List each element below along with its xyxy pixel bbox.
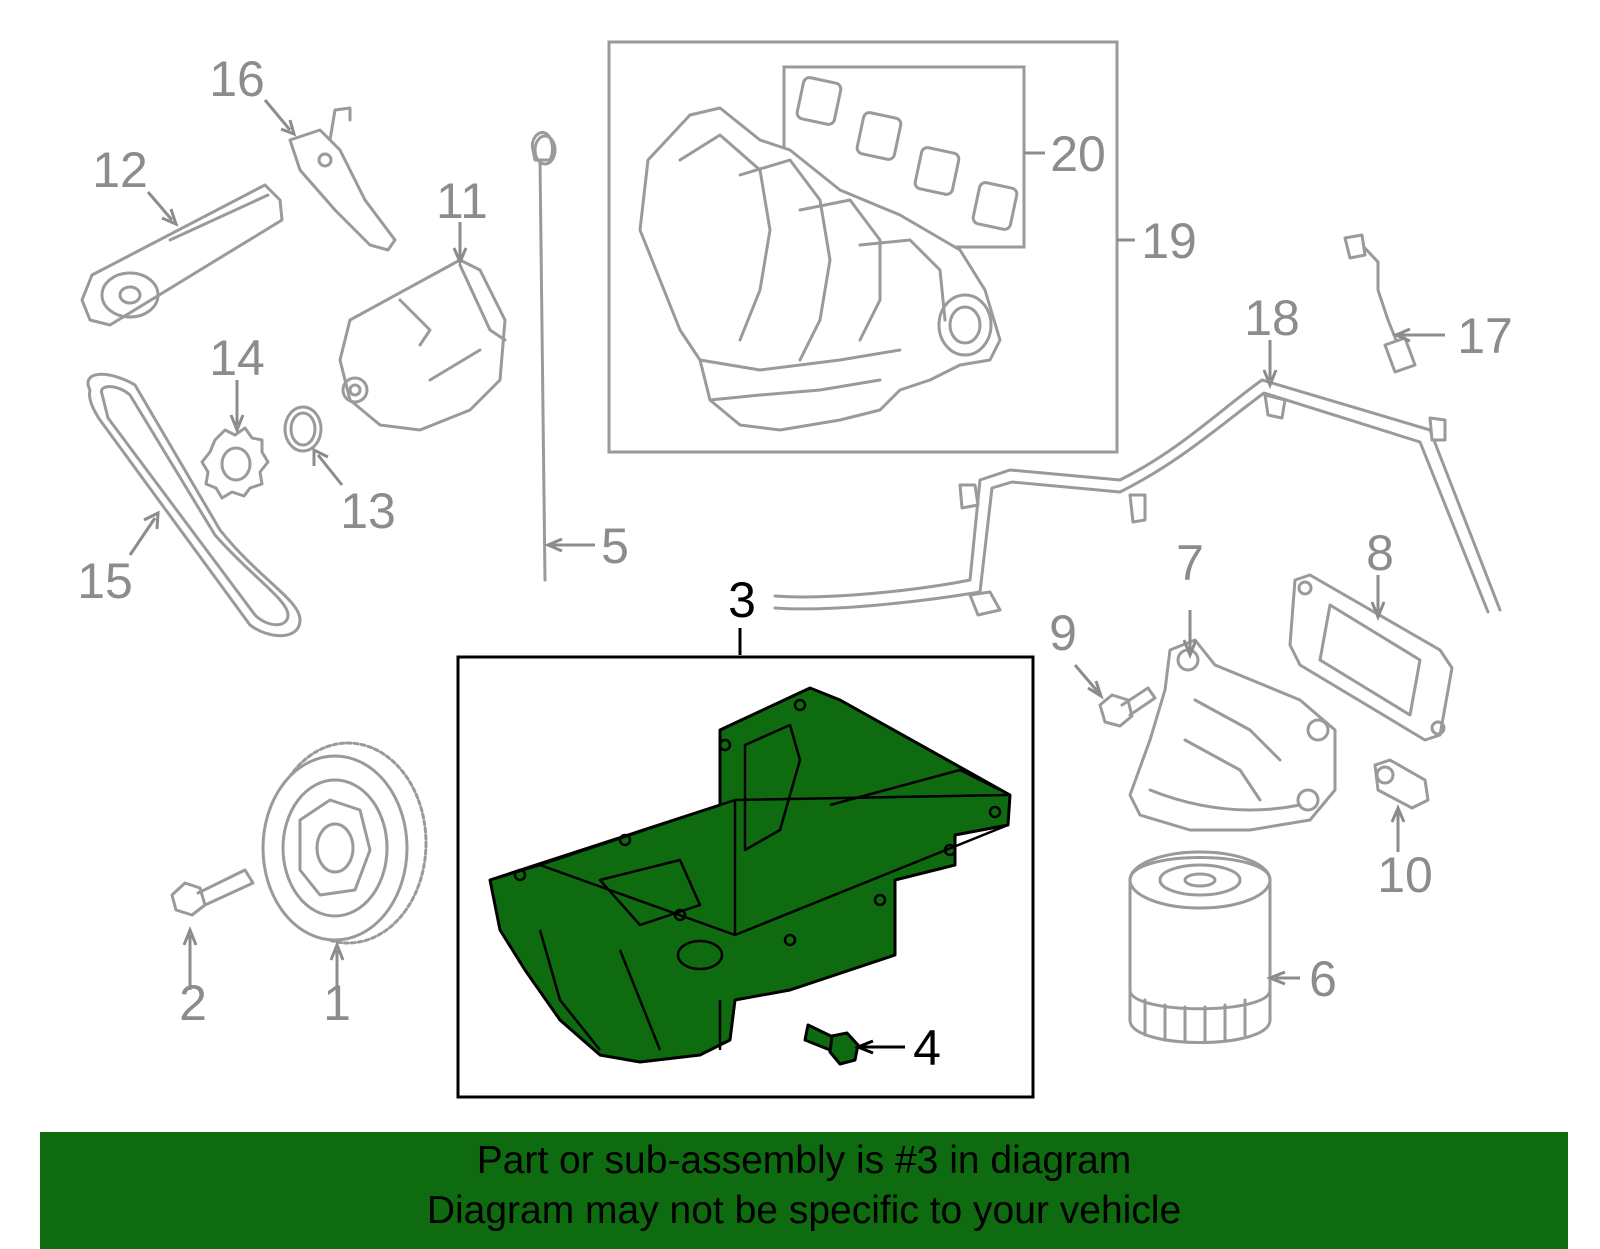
arrow-12 xyxy=(161,208,179,227)
part-1-crank-pulley xyxy=(261,741,428,945)
info-banner: Part or sub-assembly is #3 in diagram Di… xyxy=(40,1132,1568,1249)
callout-3: 3 xyxy=(728,572,756,628)
part-4-bolt xyxy=(803,1023,860,1066)
part-8-gasket xyxy=(1288,573,1454,742)
arrow-7 xyxy=(1182,639,1198,660)
leader-15 xyxy=(128,517,157,556)
part-3-oil-pan xyxy=(488,686,1012,1064)
banner-line-1: Part or sub-assembly is #3 in diagram xyxy=(476,1139,1132,1182)
callout-7: 7 xyxy=(1176,535,1204,591)
callout-4: 4 xyxy=(913,1020,941,1076)
leader-13 xyxy=(316,454,344,486)
callout-18: 18 xyxy=(1244,290,1300,346)
part-14-sprocket xyxy=(200,426,270,500)
arrow-6 xyxy=(1265,970,1286,986)
arrow-2 xyxy=(182,925,198,946)
part-7-filter-housing xyxy=(1128,638,1337,832)
callout-15: 15 xyxy=(77,553,133,609)
part-6-oil-filter xyxy=(1128,850,1272,1044)
callout-19: 19 xyxy=(1141,213,1197,269)
part-2-bolt xyxy=(170,868,255,917)
intake-manifold-group xyxy=(607,40,1119,454)
arrow-5 xyxy=(544,537,563,553)
part-5-dipstick xyxy=(530,130,557,582)
callout-13: 13 xyxy=(340,483,396,539)
callout-11: 11 xyxy=(436,173,488,229)
callout-2: 2 xyxy=(179,975,207,1031)
intake-manifold xyxy=(638,106,1002,432)
leader-9 xyxy=(1073,664,1100,693)
part-15-timing-chain xyxy=(86,372,302,638)
arrow-1 xyxy=(329,940,345,961)
callout-8: 8 xyxy=(1366,525,1394,581)
callout-17: 17 xyxy=(1457,308,1513,364)
part-16-tensioner-arm xyxy=(288,106,397,252)
callout-12: 12 xyxy=(92,142,148,198)
highlight-box-part-3 xyxy=(456,655,1035,1099)
manifold-gaskets xyxy=(795,76,1019,231)
part-12-chain-guide xyxy=(80,183,284,327)
leader-12 xyxy=(146,191,174,221)
callout-labels: 1 2 3 4 5 6 7 8 9 10 11 12 xyxy=(77,51,1513,1076)
part-18-harness xyxy=(773,378,1502,617)
arrow-13 xyxy=(312,447,329,466)
arrow-11 xyxy=(452,247,468,266)
callout-16: 16 xyxy=(209,51,265,107)
arrow-14 xyxy=(229,414,245,435)
arrow-17 xyxy=(1392,327,1411,343)
banner-line-2: Diagram may not be specific to your vehi… xyxy=(426,1189,1182,1232)
part-13-seal xyxy=(283,405,323,453)
part-17-sensor xyxy=(1343,233,1417,374)
callout-9: 9 xyxy=(1049,605,1077,661)
arrow-10 xyxy=(1390,804,1406,823)
callout-5: 5 xyxy=(601,518,629,574)
arrow-4 xyxy=(853,1039,874,1055)
arrow-15 xyxy=(143,510,160,530)
arrow-8 xyxy=(1370,601,1386,622)
callout-14: 14 xyxy=(209,330,265,386)
leader-16 xyxy=(263,99,292,131)
part-11-oil-pump xyxy=(338,258,507,432)
arrow-16 xyxy=(280,119,297,137)
arrow-9 xyxy=(1087,680,1104,700)
callout-10: 10 xyxy=(1377,847,1433,903)
callout-6: 6 xyxy=(1309,951,1337,1007)
callout-1: 1 xyxy=(323,975,351,1031)
part-9-bolt xyxy=(1098,686,1157,728)
arrow-18 xyxy=(1262,369,1278,390)
callout-20: 20 xyxy=(1050,126,1106,182)
part-10-sensor xyxy=(1373,758,1430,810)
